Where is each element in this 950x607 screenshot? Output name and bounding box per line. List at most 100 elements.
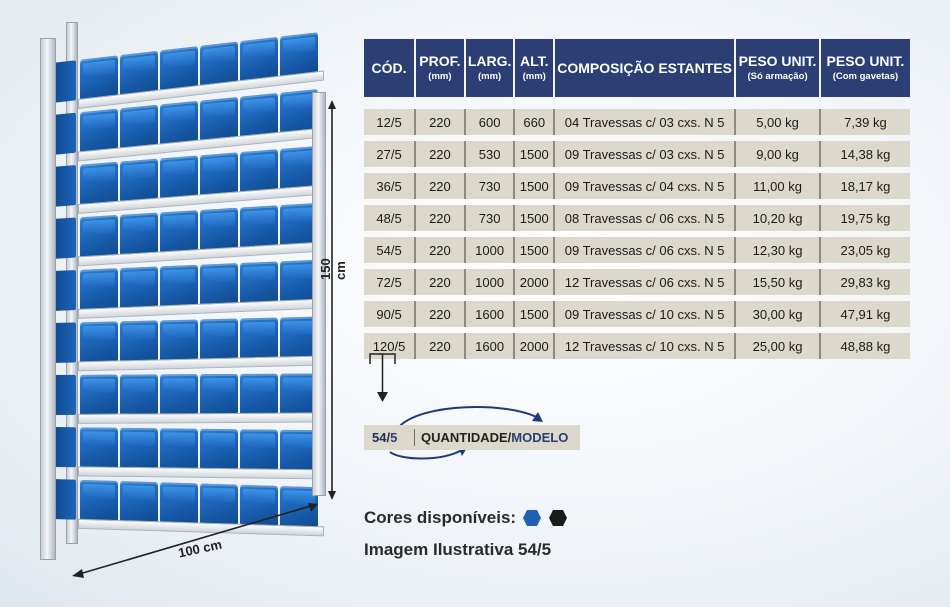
storage-bin	[80, 268, 118, 310]
table-cell: 1600	[465, 301, 516, 327]
storage-bin	[200, 428, 238, 470]
table-cell: 220	[416, 237, 466, 263]
shelf-post-front-right	[312, 92, 326, 496]
table-cell: 1500	[515, 141, 555, 167]
storage-bin	[80, 108, 118, 153]
storage-bin	[80, 161, 118, 205]
storage-bin	[120, 212, 158, 255]
table-cell: 12 Travessas c/ 06 cxs. N 5	[554, 269, 737, 295]
table-cell: 48,88 kg	[820, 333, 910, 359]
spec-table: CÓD.PROF.(mm)LARG.(mm)ALT.(mm)COMPOSIÇÃO…	[364, 33, 910, 365]
table-cell: 220	[416, 333, 466, 359]
table-header-cell: PESO UNIT.(Só armação)	[736, 39, 821, 97]
storage-bin	[240, 205, 278, 248]
height-label: 150 cm	[318, 258, 348, 280]
table-cell: 1500	[515, 237, 555, 263]
table-cell: 23,05 kg	[820, 237, 910, 263]
model-label: MODELO	[511, 430, 569, 445]
model-separator	[414, 429, 415, 446]
table-cell: 7,39 kg	[820, 109, 910, 135]
table-header-cell: PESO UNIT.(Com gavetas)	[820, 39, 910, 97]
storage-bin	[200, 207, 238, 251]
table-header-unit: (Só armação)	[747, 71, 808, 82]
table-cell: 9,00 kg	[736, 141, 821, 167]
table-cell: 1500	[515, 301, 555, 327]
table-cell: 220	[416, 109, 466, 135]
table-cell: 19,75 kg	[820, 205, 910, 231]
table-cell: 18,17 kg	[820, 173, 910, 199]
arrow-down-icon	[369, 353, 396, 402]
bin-side	[54, 269, 76, 311]
storage-bin	[160, 210, 198, 253]
storage-bin	[120, 374, 158, 415]
height-dimension-line	[328, 100, 336, 500]
table-header-label: PESO UNIT.	[826, 53, 905, 69]
bin-side	[54, 112, 76, 155]
storage-bin	[200, 263, 238, 305]
storage-bin	[200, 152, 238, 196]
storage-bin	[120, 266, 158, 309]
table-cell: 12,30 kg	[736, 237, 821, 263]
storage-bin	[240, 93, 278, 137]
table-cell: 1000	[465, 269, 516, 295]
storage-bin	[240, 317, 278, 359]
bin-side	[54, 60, 76, 103]
table-cell: 72/5	[364, 269, 417, 295]
storage-bin	[160, 428, 198, 469]
bin-side	[54, 322, 76, 363]
storage-bin	[200, 41, 238, 86]
hexagon-blue-icon	[523, 510, 542, 526]
shelf-post-front-left	[40, 38, 56, 560]
storage-bin	[240, 36, 278, 82]
available-colors-label: Cores disponíveis:	[364, 508, 517, 527]
storage-bin	[200, 318, 238, 360]
table-header-label: COMPOSIÇÃO ESTANTES	[557, 60, 732, 76]
table-cell: 47,91 kg	[820, 301, 910, 327]
storage-bin	[240, 149, 278, 193]
table-cell: 220	[416, 269, 466, 295]
table-cell: 1600	[465, 333, 516, 359]
storage-bin	[200, 96, 238, 141]
storage-bin	[160, 46, 198, 91]
storage-bin	[280, 32, 318, 77]
table-cell: 530	[465, 141, 516, 167]
table-header-unit: (mm)	[522, 71, 546, 82]
table-cell: 5,00 kg	[736, 109, 821, 135]
table-header-cell: LARG.(mm)	[465, 39, 516, 97]
table-header-label: ALT.	[519, 53, 549, 69]
table-cell: 08 Travessas c/ 06 cxs. N 5	[554, 205, 737, 231]
table-header-cell: ALT. (mm)	[515, 39, 555, 97]
storage-bin	[80, 427, 118, 468]
table-header-cell: COMPOSIÇÃO ESTANTES	[554, 39, 737, 97]
shelf-illustration: 150 cm 100 cm	[0, 0, 350, 607]
table-cell: 660	[515, 109, 555, 135]
table-header-label: PROF.	[419, 53, 461, 69]
storage-bin	[160, 155, 198, 199]
storage-bin	[120, 320, 158, 362]
table-cell: 730	[465, 173, 516, 199]
table-header-unit: (mm)	[428, 71, 452, 82]
table-cell: 54/5	[364, 237, 417, 263]
table-cell: 1500	[515, 173, 555, 199]
table-cell: 10,20 kg	[736, 205, 821, 231]
storage-bin	[200, 373, 238, 415]
table-cell: 25,00 kg	[736, 333, 821, 359]
table-cell: 12 Travessas c/ 10 cxs. N 5	[554, 333, 737, 359]
bin-side	[54, 217, 76, 259]
table-cell: 600	[465, 109, 516, 135]
table-cell: 09 Travessas c/ 03 cxs. N 5	[554, 141, 737, 167]
table-cell: 04 Travessas c/ 03 cxs. N 5	[554, 109, 737, 135]
table-cell: 1000	[465, 237, 516, 263]
quantity-label: QUANTIDADE/	[421, 430, 512, 445]
model-code-qty: 54/	[372, 430, 391, 445]
storage-bin	[120, 104, 158, 149]
table-cell: 12/5	[364, 109, 417, 135]
table-cell: 2000	[515, 333, 555, 359]
table-cell: 09 Travessas c/ 10 cxs. N 5	[554, 301, 737, 327]
